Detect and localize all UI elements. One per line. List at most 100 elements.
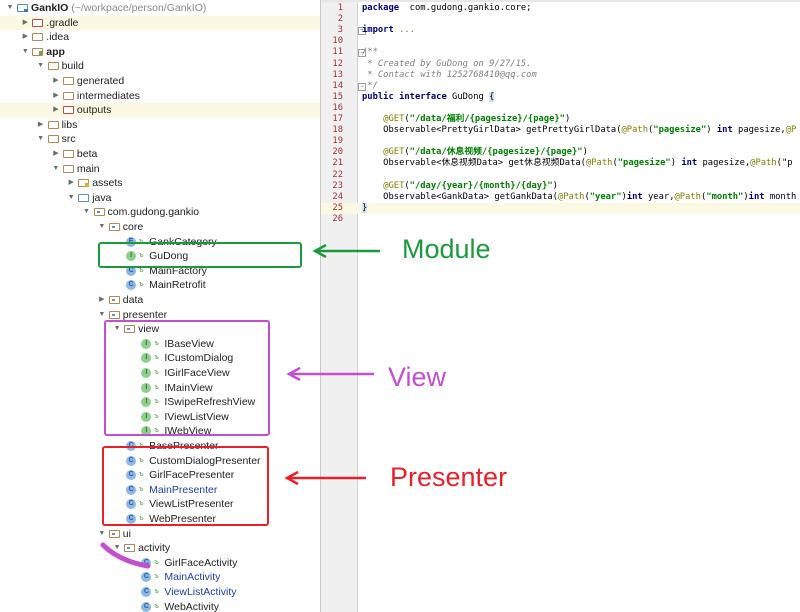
code-line[interactable]: 11−/** <box>321 47 800 58</box>
code-line[interactable]: 18 Observable<PrettyGirlData> getPrettyG… <box>321 125 800 136</box>
code-line[interactable]: 23 @GET("/day/{year}/{month}/{day}") <box>321 181 800 192</box>
code-line[interactable]: 12 * Created by GuDong on 9/27/15. <box>321 59 800 70</box>
code-line[interactable]: 24 Observable<GankData> getGankData(@Pat… <box>321 192 800 203</box>
code-line[interactable]: 16 <box>321 103 800 114</box>
collapse-arrow-icon[interactable]: ▼ <box>98 223 106 230</box>
tree-item-app[interactable]: ▼ app <box>0 45 320 60</box>
tree-item-label: intermediates <box>76 89 140 102</box>
collapse-arrow-icon[interactable]: ▼ <box>37 135 45 143</box>
collapse-arrow-icon[interactable]: ▼ <box>67 193 75 201</box>
expand-arrow-icon[interactable]: ▶ <box>53 150 59 157</box>
collapse-arrow-icon[interactable]: ▼ <box>113 325 121 333</box>
code-line[interactable]: 13 * Contact with 1252768410@qq.com <box>321 70 800 81</box>
collapse-arrow-icon[interactable]: ▼ <box>37 62 45 70</box>
class-icon: C <box>126 265 137 276</box>
tree-item-generated[interactable]: ▶generated <box>0 74 320 89</box>
tree-item-label: CustomDialogPresenter <box>149 454 261 467</box>
expand-arrow-icon[interactable]: ▶ <box>53 106 59 114</box>
collapse-arrow-icon[interactable]: ▼ <box>52 164 60 172</box>
tree-item--idea[interactable]: ▶.idea <box>0 30 320 45</box>
expand-arrow-icon[interactable]: ▶ <box>22 18 28 26</box>
tree-item-assets[interactable]: ▶assets <box>0 176 320 191</box>
tree-item-label: app <box>46 45 65 58</box>
tree-item-activity[interactable]: ▼activity <box>0 541 320 556</box>
tree-item-intermediates[interactable]: ▶ intermediates <box>0 89 320 104</box>
collapse-arrow-icon[interactable]: ▼ <box>83 208 90 216</box>
tree-item-main[interactable]: ▼main <box>0 162 320 177</box>
expand-arrow-icon[interactable]: ▶ <box>37 120 44 128</box>
tree-item-label: view <box>138 323 160 336</box>
code-line[interactable]: 20 @GET("/data/休息视频/{pagesize}/{page}") <box>321 147 800 158</box>
tree-item-presenter[interactable]: ▼ presenter <box>0 308 320 323</box>
tree-item-java[interactable]: ▼java <box>0 191 320 206</box>
tree-item-gankio[interactable]: ▼GankIO (~/workpace/person/GankIO) <box>0 1 320 16</box>
tree-item-core[interactable]: ▼core <box>0 220 320 235</box>
collapse-arrow-icon[interactable]: ▼ <box>21 47 29 55</box>
collapse-arrow-icon[interactable]: ▼ <box>6 4 14 11</box>
code-line[interactable]: 22 <box>321 170 800 181</box>
expand-arrow-icon[interactable]: ▶ <box>68 179 74 187</box>
tree-item-data[interactable]: ▶data <box>0 293 320 308</box>
expand-arrow-icon[interactable]: ▶ <box>53 91 59 99</box>
tree-item-view[interactable]: ▼ view <box>0 322 320 337</box>
tree-item--gradle[interactable]: ▶.gradle <box>0 15 320 31</box>
tree-item-src[interactable]: ▼src <box>0 132 320 147</box>
code-line[interactable]: 2 <box>321 14 800 25</box>
collapse-arrow-icon[interactable]: ▼ <box>98 310 106 318</box>
public-access-icon: ъ <box>139 456 144 464</box>
public-access-icon: ъ <box>154 354 159 362</box>
tree-item-com-gudong-gankio[interactable]: ▼com.gudong.gankio <box>0 205 320 220</box>
code-line[interactable]: 10 <box>321 36 800 47</box>
code-line[interactable]: 19 <box>321 136 800 147</box>
line-number-gutter <box>321 0 358 612</box>
enum-icon: E <box>126 236 137 247</box>
collapse-fold-icon[interactable]: − <box>358 82 366 91</box>
collapse-fold-icon[interactable]: − <box>358 49 366 58</box>
expand-arrow-icon[interactable]: ▶ <box>22 33 28 41</box>
tree-item-libs[interactable]: ▶libs <box>0 118 320 133</box>
code-line[interactable]: 26 <box>321 214 800 225</box>
tree-item-label: presenter <box>122 308 168 321</box>
tree-item-beta[interactable]: ▶beta <box>0 147 320 162</box>
code-line[interactable]: 21 Observable<休息视频Data> get休息视频Data(@Pat… <box>321 158 800 169</box>
package-icon <box>108 310 120 319</box>
code-text: * Contact with 1252768410@qq.com <box>362 69 537 80</box>
tree-item-label: ViewListPresenter <box>149 498 234 511</box>
code-line[interactable]: 25} <box>321 202 800 214</box>
code-line[interactable]: 3+import ... <box>321 25 800 36</box>
expand-arrow-icon[interactable]: ▶ <box>53 77 59 84</box>
collapse-arrow-icon[interactable]: ▼ <box>98 529 106 537</box>
collapse-arrow-icon[interactable]: ▼ <box>113 544 121 552</box>
expand-arrow-icon[interactable]: ▶ <box>99 296 105 303</box>
project-tree-panel: ▼GankIO (~/workpace/person/GankIO)▶.grad… <box>0 0 321 612</box>
code-line[interactable]: 14− */ <box>321 81 800 92</box>
code-line[interactable]: 17 @GET("/data/福利/{pagesize}/{page}") <box>321 114 800 125</box>
editor-top-border <box>321 0 800 2</box>
source-folder-icon <box>78 193 90 202</box>
tree-item-build[interactable]: ▼build <box>0 59 320 74</box>
tree-item-outputs[interactable]: ▶outputs <box>0 103 320 118</box>
tree-item-ui[interactable]: ▼ui <box>0 527 320 542</box>
expand-fold-icon[interactable]: + <box>358 27 366 36</box>
